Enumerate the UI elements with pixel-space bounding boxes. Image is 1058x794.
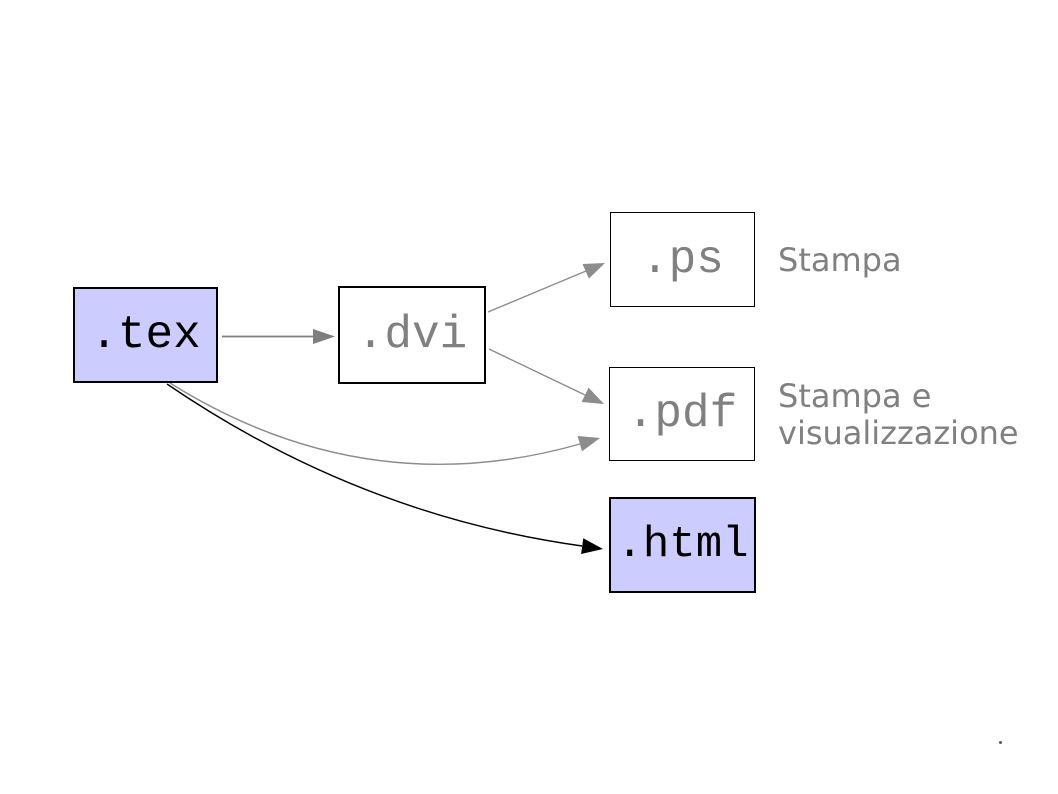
edge-tex-to-pdf-curve-arrow [169, 382, 600, 466]
node-html: .html [609, 497, 756, 593]
node-dvi: .dvi [338, 286, 486, 384]
footer-dot [999, 741, 1002, 744]
edge-dvi-to-pdf-arrow [488, 348, 604, 404]
node-tex: .tex [73, 287, 218, 383]
annotation-pdf-line2: visualizzazione [778, 414, 1019, 452]
node-pdf: .pdf [609, 367, 755, 461]
node-pdf-label: .pdf [626, 388, 738, 440]
edge-tex-to-dvi-arrow [222, 329, 335, 344]
edge-dvi-to-ps-arrow [487, 263, 605, 313]
node-ps-label: .ps [641, 233, 724, 286]
edge-tex-to-html-curve-arrow [166, 383, 603, 554]
node-tex-label: .tex [90, 309, 201, 361]
node-html-label: .html [616, 520, 749, 570]
annotation-stampa: Stampa [778, 242, 902, 279]
node-dvi-label: .dvi [356, 309, 468, 361]
annotation-stampa-visualizzazione: Stampa e visualizzazione [778, 378, 1019, 452]
annotation-stampa-text: Stampa [778, 241, 902, 279]
annotation-pdf-line1: Stampa e [778, 377, 932, 415]
node-ps: .ps [610, 212, 755, 307]
